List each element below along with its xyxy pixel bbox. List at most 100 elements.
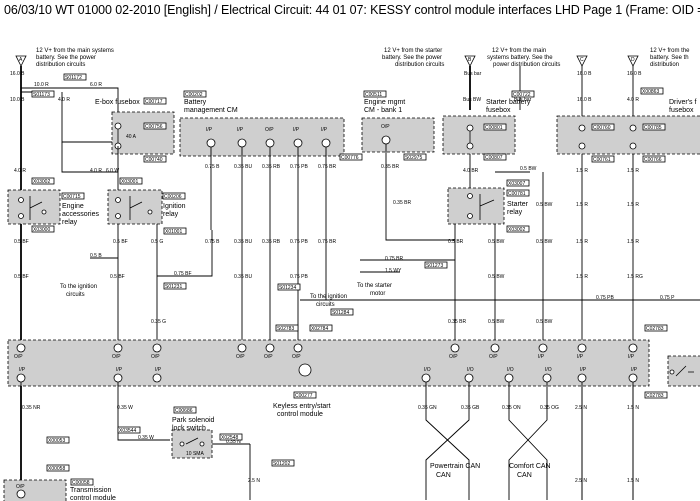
svg-text:Starter battery: Starter battery xyxy=(486,99,531,106)
svg-text:10 SMA: 10 SMA xyxy=(186,451,204,457)
svg-text:0.35 W: 0.35 W xyxy=(117,405,133,411)
svg-text:X03002: X03002 xyxy=(508,227,525,233)
svg-text:I/P: I/P xyxy=(206,127,213,133)
svg-text:O/P: O/P xyxy=(292,354,301,360)
svg-text:0.5 BF: 0.5 BF xyxy=(14,274,29,280)
svg-text:0.5 BW: 0.5 BW xyxy=(488,239,505,245)
svg-text:0.5 G: 0.5 G xyxy=(151,239,163,245)
connector-d-icon: D xyxy=(627,55,639,67)
svg-text:CAN: CAN xyxy=(517,472,532,479)
svg-text:Bus bar: Bus bar xyxy=(514,97,532,103)
svg-text:I/P: I/P xyxy=(580,367,587,373)
svg-text:0.35 BU: 0.35 BU xyxy=(234,164,252,170)
svg-text:0.35 BR: 0.35 BR xyxy=(393,200,411,206)
svg-text:4.0 R: 4.0 R xyxy=(58,97,70,103)
svg-text:systems battery. See the: systems battery. See the xyxy=(487,55,553,61)
note-main-systems-left: 12 V+ from the main systems battery. See… xyxy=(36,48,114,68)
svg-text:0.75 BR: 0.75 BR xyxy=(318,164,336,170)
svg-text:C00807: C00807 xyxy=(485,155,503,161)
svg-text:C02783: C02783 xyxy=(646,393,664,399)
svg-text:To the starter: To the starter xyxy=(357,283,392,289)
svg-text:0.5 BF: 0.5 BF xyxy=(113,239,128,245)
svg-text:0.75 BR: 0.75 BR xyxy=(318,239,336,245)
svg-text:1.5 N: 1.5 N xyxy=(627,478,639,484)
svg-text:C00058: C00058 xyxy=(72,480,90,486)
svg-text:O/P: O/P xyxy=(16,484,25,490)
kessy-control-module: O/P O/P O/P O/P O/P O/P O/P O/P I/P I/P … xyxy=(7,339,650,418)
svg-text:1.5 R: 1.5 R xyxy=(576,239,588,245)
svg-text:0.35 N: 0.35 N xyxy=(226,439,241,445)
svg-text:6.0 W: 6.0 W xyxy=(106,168,119,174)
svg-text:Ignition: Ignition xyxy=(163,203,186,210)
svg-text:control module: control module xyxy=(277,411,323,418)
svg-text:Bus BW: Bus BW xyxy=(463,97,481,103)
svg-text:0.35 BU: 0.35 BU xyxy=(234,274,252,280)
splice-tag xyxy=(63,73,87,81)
svg-text:S01202: S01202 xyxy=(273,461,290,467)
svg-text:Engine mgmt: Engine mgmt xyxy=(364,99,405,106)
svg-text:I/O: I/O xyxy=(467,367,474,373)
svg-text:0.75 BR: 0.75 BR xyxy=(385,256,403,262)
svg-text:S02975: S02975 xyxy=(405,155,422,161)
svg-text:0.35 W: 0.35 W xyxy=(138,435,154,441)
svg-text:management CM: management CM xyxy=(184,107,238,114)
svg-text:C00760: C00760 xyxy=(593,125,611,131)
svg-text:4.0 R: 4.0 R xyxy=(90,168,102,174)
svg-text:I/P: I/P xyxy=(631,367,638,373)
svg-text:C00740: C00740 xyxy=(145,157,163,163)
svg-text:X01001: X01001 xyxy=(165,229,182,235)
svg-text:1.5 R: 1.5 R xyxy=(627,239,639,245)
svg-text:B: B xyxy=(468,57,472,63)
svg-text:C00766: C00766 xyxy=(644,157,662,163)
svg-text:C: C xyxy=(580,57,584,63)
svg-text:O/P: O/P xyxy=(449,354,458,360)
svg-text:O/P: O/P xyxy=(151,354,160,360)
svg-text:C00761: C00761 xyxy=(593,157,611,163)
svg-text:1.5 N: 1.5 N xyxy=(627,405,639,411)
svg-text:I/P: I/P xyxy=(628,354,635,360)
svg-text:Starter: Starter xyxy=(507,201,529,208)
svg-text:O/P: O/P xyxy=(381,124,390,130)
svg-text:CAN: CAN xyxy=(436,472,451,479)
svg-text:0.35 RB: 0.35 RB xyxy=(262,239,281,245)
svg-text:C00722: C00722 xyxy=(513,92,531,98)
note-main-systems-right: 12 V+ from the battery. See th distribut… xyxy=(650,48,690,68)
svg-text:I/P: I/P xyxy=(321,127,328,133)
svg-text:0.35 BU: 0.35 BU xyxy=(234,239,252,245)
svg-text:1.5 R: 1.5 R xyxy=(576,168,588,174)
svg-text:16.0 B: 16.0 B xyxy=(627,71,642,77)
svg-text:distribution: distribution xyxy=(650,62,679,68)
svg-text:O/P: O/P xyxy=(236,354,245,360)
svg-text:circuits: circuits xyxy=(66,292,85,298)
svg-text:4.0 R: 4.0 R xyxy=(627,97,639,103)
svg-text:0.5 B: 0.5 B xyxy=(90,253,102,259)
svg-text:Driver's f: Driver's f xyxy=(669,99,696,106)
svg-text:C00776: C00776 xyxy=(341,155,359,161)
svg-text:Keyless entry/start: Keyless entry/start xyxy=(273,403,331,410)
svg-text:lock switch: lock switch xyxy=(172,425,206,432)
svg-text:S01284: S01284 xyxy=(332,310,349,316)
svg-text:C00277: C00277 xyxy=(295,393,313,399)
svg-text:0.5 BW: 0.5 BW xyxy=(536,239,553,245)
svg-text:0.5 BR: 0.5 BR xyxy=(448,239,464,245)
park-solenoid-lock-switch: C00686 Park solenoid lock switch 10 SMA xyxy=(171,406,215,459)
page-title: 06/03/10 WT 01000 02-2010 [English] / El… xyxy=(4,3,700,17)
svg-text:fusebox: fusebox xyxy=(486,107,511,114)
svg-text:relay: relay xyxy=(163,211,179,218)
right-module-stub: C02783 xyxy=(644,355,700,399)
svg-text:12 V+ from the main: 12 V+ from the main xyxy=(492,48,546,54)
note-starter-battery: 12 V+ from the starter battery. See the … xyxy=(382,48,444,68)
svg-text:1.5 R: 1.5 R xyxy=(627,202,639,208)
svg-text:1.5 RG: 1.5 RG xyxy=(627,274,643,280)
connector-a-icon: A xyxy=(15,55,27,67)
svg-text:12 V+ from the starter: 12 V+ from the starter xyxy=(384,48,442,54)
svg-text:4.0 R: 4.0 R xyxy=(14,168,26,174)
svg-text:2.5 N: 2.5 N xyxy=(575,405,587,411)
svg-text:0.75 PB: 0.75 PB xyxy=(290,164,308,170)
svg-text:16.0 B: 16.0 B xyxy=(10,71,25,77)
svg-text:To the ignition: To the ignition xyxy=(310,294,347,300)
svg-text:6.0 R: 6.0 R xyxy=(90,82,102,88)
svg-text:O/P: O/P xyxy=(264,354,273,360)
svg-text:I/P: I/P xyxy=(538,354,545,360)
